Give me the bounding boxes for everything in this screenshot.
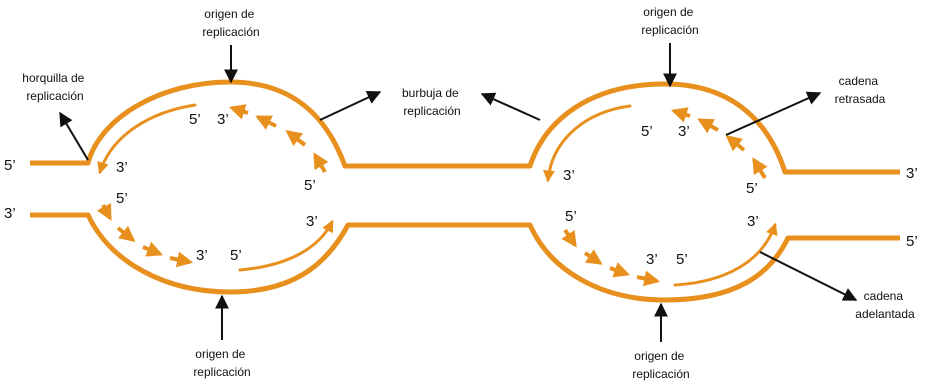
end-label-rb-7: 3’ xyxy=(646,251,658,268)
end-label-rb-6: 3’ xyxy=(747,213,759,230)
end-label-rb-8: 5’ xyxy=(676,251,688,268)
end-label-lb-5: 5’ xyxy=(116,190,128,207)
left-top-continuous-strand xyxy=(97,103,197,175)
end-labels: 5’ 3’ 3’ 5’ 5’ 3’ 3’ 5’ 5’ 3’ 3’ 5’ 5’ 3… xyxy=(4,111,918,268)
end-label-left-top: 5’ xyxy=(4,157,16,174)
pointer-arrows xyxy=(59,43,858,342)
top-parental-strand xyxy=(30,79,900,175)
end-label-lb-1: 5’ xyxy=(189,111,201,128)
right-bottom-continuous-strand xyxy=(673,222,778,287)
arrow-bubble-left xyxy=(319,90,382,121)
right-bubble-new-strands xyxy=(542,104,778,287)
right-bottom-okazaki-fragments xyxy=(561,228,661,287)
left-top-okazaki-fragments xyxy=(228,104,329,174)
arrow-leading xyxy=(759,251,858,301)
end-label-lb-3: 3’ xyxy=(116,159,128,176)
label-origin-top-right: origen de replicación xyxy=(641,5,698,37)
end-label-lb-6: 3’ xyxy=(306,213,318,230)
arrow-lagging xyxy=(725,91,822,136)
left-bubble-new-strands xyxy=(96,103,334,272)
arrow-fork xyxy=(59,111,89,161)
label-origin-bottom-right: origen de replicación xyxy=(632,349,689,381)
labels: origen de replicación origen de replicac… xyxy=(22,5,915,381)
end-label-left-bottom: 3’ xyxy=(4,205,16,222)
label-origin-top-left: origen de replicación xyxy=(202,7,259,39)
arrow-bubble-right xyxy=(480,92,541,121)
left-bottom-okazaki-fragments xyxy=(96,202,194,268)
label-bubble: burbuja de replicación xyxy=(402,86,462,118)
end-label-rb-3: 3’ xyxy=(563,167,575,184)
label-lagging: cadena retrasada xyxy=(835,74,886,106)
end-label-rb-2: 3’ xyxy=(678,123,690,140)
bottom-parental-strand xyxy=(30,212,900,303)
label-leading: cadena adelantada xyxy=(855,289,915,321)
end-label-rb-1: 5’ xyxy=(641,123,653,140)
left-bottom-continuous-strand xyxy=(238,219,334,272)
label-origin-bottom-left: origen de replicación xyxy=(193,347,250,379)
label-fork: horquilla de replicación xyxy=(22,71,87,103)
right-top-continuous-strand xyxy=(542,104,632,183)
end-label-right-bottom: 5’ xyxy=(906,233,918,250)
end-label-right-top: 3’ xyxy=(906,165,918,182)
right-top-okazaki-fragments xyxy=(670,107,768,180)
end-label-rb-5: 5’ xyxy=(565,208,577,225)
end-label-lb-2: 3’ xyxy=(217,111,229,128)
dna-strands xyxy=(30,79,900,303)
end-label-rb-4: 5’ xyxy=(746,180,758,197)
end-label-lb-8: 5’ xyxy=(230,247,242,264)
end-label-lb-4: 5’ xyxy=(304,177,316,194)
end-label-lb-7: 3’ xyxy=(196,247,208,264)
